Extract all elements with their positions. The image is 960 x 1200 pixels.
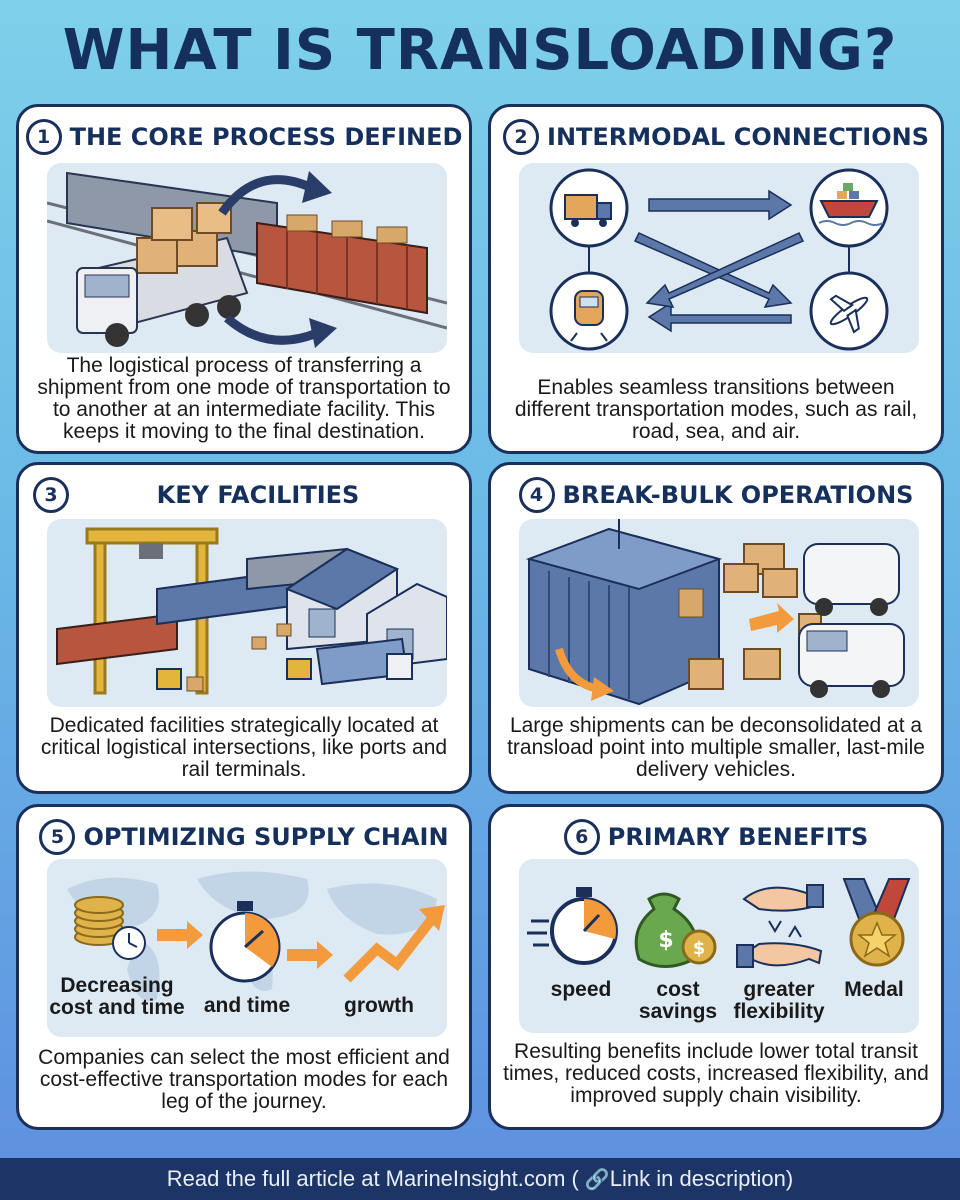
footer-text: Read the full article at MarineInsight.c… (166, 1166, 579, 1191)
step-number: 3 (33, 477, 69, 513)
card-description: Resulting benefits include lower total t… (503, 1040, 929, 1107)
step-number: 5 (39, 819, 76, 855)
step-number: 4 (518, 477, 555, 513)
footer-text-end: Link in description) (609, 1166, 794, 1191)
card-description: Large shipments can be deconsolidated at… (507, 714, 925, 781)
footer-bar: Read the full article at MarineInsight.c… (0, 1158, 960, 1200)
card-heading: BREAK-BULK OPERATIONS (562, 481, 914, 509)
svg-text:$: $ (693, 938, 706, 959)
card-header: 2 INTERMODAL CONNECTIONS (491, 115, 941, 159)
card-description: Companies can select the most efficient … (38, 1046, 450, 1113)
step-number: 6 (563, 819, 600, 855)
card-heading: OPTIMIZING SUPPLY CHAIN (83, 823, 449, 851)
card-heading: INTERMODAL CONNECTIONS (547, 123, 929, 151)
medal-icon (842, 878, 911, 967)
mode-network-illustration (519, 163, 919, 353)
card-header: 5 OPTIMIZING SUPPLY CHAIN (19, 815, 469, 859)
benefits-illustration: $ $ (519, 859, 919, 1033)
card-description: Enables seamless transitions between dif… (514, 376, 918, 443)
card-break-bulk: 4 BREAK-BULK OPERATIONS (488, 462, 944, 794)
label-cost-savings: cost savings (638, 978, 718, 1023)
stopwatch-icon (527, 887, 618, 965)
optimization-illustration (47, 859, 447, 1037)
step-number: 1 (25, 119, 62, 155)
step-number: 2 (503, 119, 540, 155)
card-header: 6 PRIMARY BENEFITS (491, 815, 941, 859)
page-title: WHAT IS TRANSLOADING? (62, 18, 898, 83)
card-description: The logistical process of transferring a… (37, 354, 451, 443)
card-description: Dedicated facilities strategically locat… (40, 714, 448, 781)
transfer-illustration (47, 163, 447, 353)
money-bag-icon: $ $ (634, 892, 717, 968)
facility-illustration (47, 519, 447, 707)
card-benefits: 6 PRIMARY BENEFITS $ $ (488, 804, 944, 1130)
card-heading: PRIMARY BENEFITS (607, 823, 869, 851)
label-greater-flexibility: greater flexibility (733, 978, 825, 1023)
card-optimizing: 5 OPTIMIZING SUPPLY CHAIN (16, 804, 472, 1130)
card-intermodal: 2 INTERMODAL CONNECTIONS (488, 104, 944, 454)
card-heading: KEY FACILITIES (156, 481, 360, 509)
label-medal: Medal (844, 978, 904, 1001)
card-header: 3 KEY FACILITIES (19, 473, 469, 517)
break-bulk-illustration (519, 519, 919, 707)
label-growth: growth (344, 994, 414, 1017)
card-header: 1 THE CORE PROCESS DEFINED (19, 115, 469, 159)
plane-icon (829, 294, 869, 334)
link-icon: 🔗 (584, 1168, 610, 1191)
svg-text:$: $ (658, 928, 673, 953)
label-speed: speed (550, 978, 612, 1001)
card-heading: THE CORE PROCESS DEFINED (69, 123, 463, 151)
label-time: and time (203, 994, 291, 1017)
label-decreasing-cost: Decreasing cost and time (49, 974, 185, 1019)
card-key-facilities: 3 KEY FACILITIES (16, 462, 472, 794)
ship-icon (818, 183, 884, 226)
card-core-process: 1 THE CORE PROCESS DEFINED (16, 104, 472, 454)
truck-icon (564, 194, 612, 227)
card-header: 4 BREAK-BULK OPERATIONS (491, 473, 941, 517)
hands-icon (736, 884, 824, 968)
train-icon (570, 290, 608, 342)
